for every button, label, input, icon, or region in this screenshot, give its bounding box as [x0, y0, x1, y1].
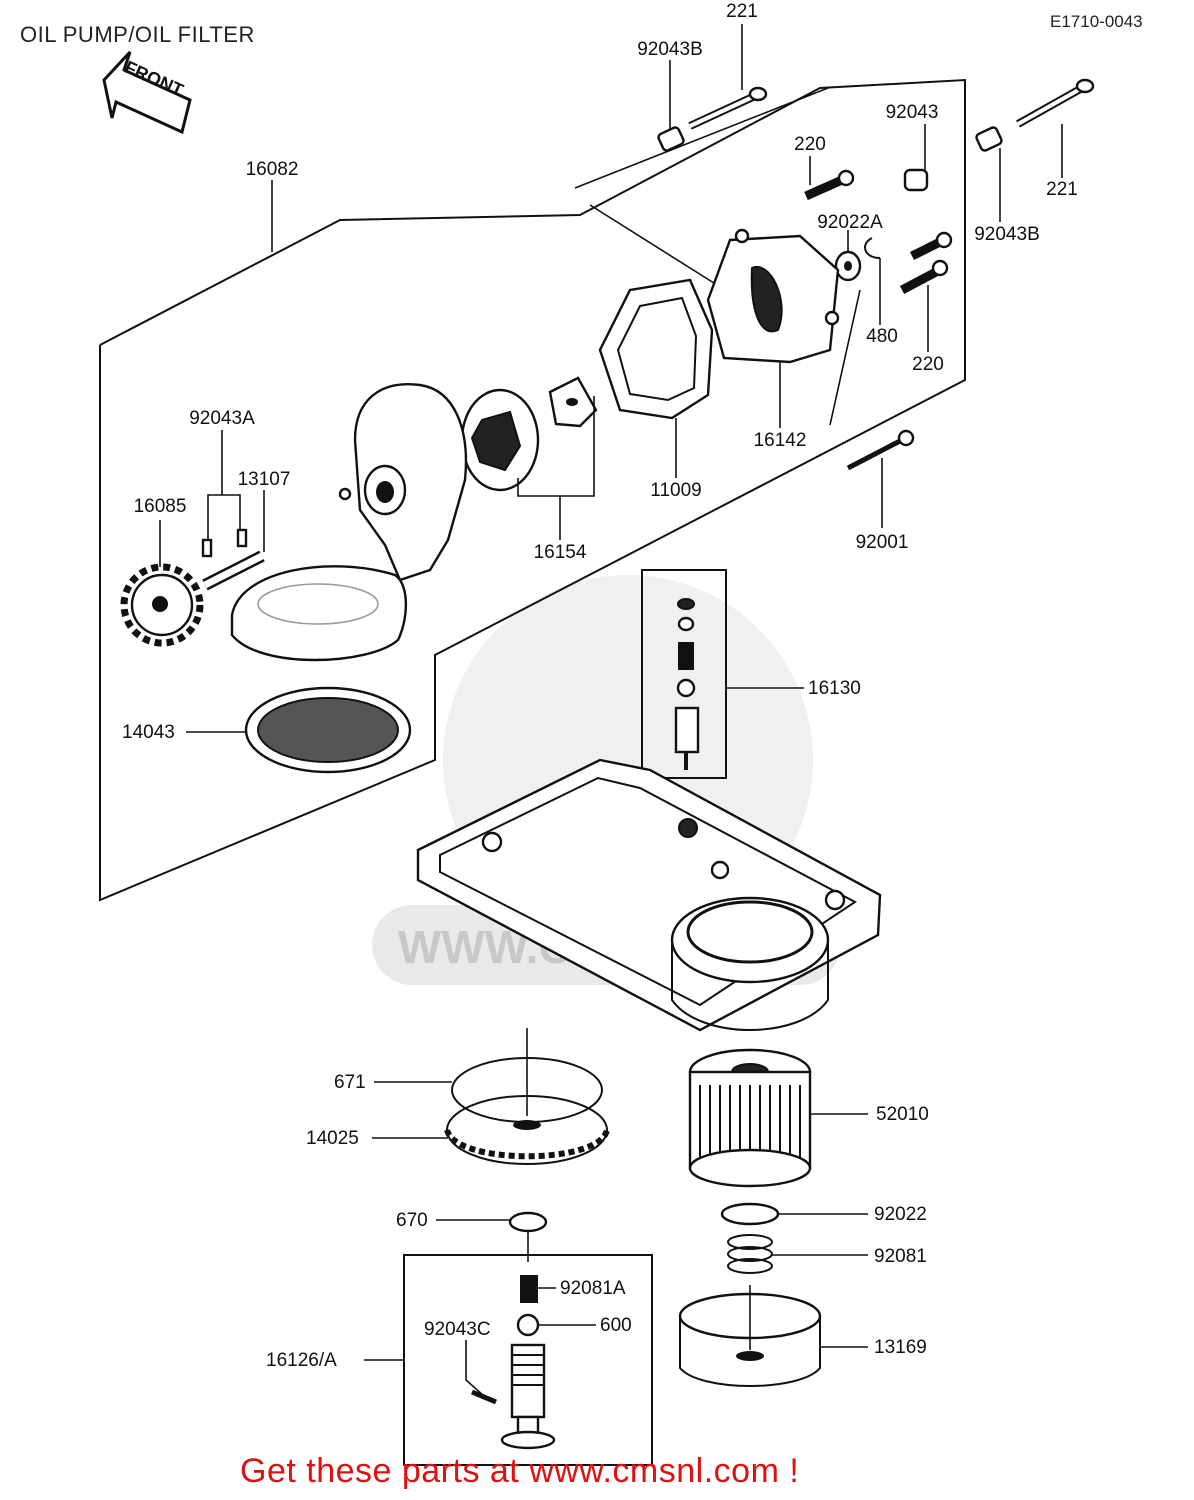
bolt-220-top: [804, 169, 855, 201]
bolt-92001: [846, 429, 915, 471]
bolt-221-left: [688, 86, 768, 130]
pin-right: [236, 528, 248, 548]
bolt-guide-line: [574, 87, 829, 189]
relief-valve-16130: [674, 598, 700, 770]
part-label: 14025: [306, 1128, 359, 1149]
promo-link[interactable]: Get these parts at www.cmsnl.com !: [240, 1452, 800, 1490]
spring-92081: [727, 1234, 773, 1274]
pin-92043c: [471, 1389, 497, 1405]
part-label: 92001: [856, 532, 909, 553]
diagram-title: OIL PUMP/OIL FILTER: [20, 22, 255, 47]
collar-92043b-right: [975, 126, 1003, 152]
part-label: 92043C: [424, 1319, 491, 1340]
part-label: 52010: [876, 1104, 929, 1125]
part-label: 221: [1046, 179, 1078, 200]
part-label: 221: [726, 1, 758, 22]
bolt-221-right: [1016, 78, 1095, 128]
screen-14043: [244, 686, 412, 774]
part-label: 16154: [534, 542, 587, 563]
sprocket-16085: [120, 563, 204, 647]
washer-92022: [720, 1202, 780, 1226]
washer-hole: [844, 261, 852, 271]
part-label: 16085: [134, 496, 187, 517]
part-label: 14043: [122, 722, 175, 743]
part-label: 92043B: [974, 224, 1040, 245]
cover-14025: [444, 1028, 610, 1165]
o-ring-670: [508, 1211, 548, 1233]
pump-cover-16142: [706, 228, 840, 364]
outer-rotor: [460, 388, 540, 492]
front-arrow-icon: FRONT: [102, 50, 192, 135]
part-label: 92043A: [189, 408, 255, 429]
part-label: 220: [912, 354, 944, 375]
part-label: 92081A: [560, 1278, 626, 1299]
part-label: 11009: [650, 480, 701, 501]
part-label: 92081: [874, 1246, 927, 1267]
shaft-fill: [203, 552, 264, 589]
pump-body: [338, 383, 468, 582]
part-label: 92043B: [637, 39, 703, 60]
bypass-valve-16126a: [500, 1275, 556, 1450]
part-label: 13169: [874, 1337, 927, 1358]
gasket-11009: [598, 278, 714, 420]
part-label: 92043: [886, 102, 939, 123]
part-label: 92022: [874, 1204, 927, 1225]
part-label: 480: [866, 326, 898, 347]
guide-line-2: [829, 289, 861, 426]
guide-line: [589, 204, 726, 291]
collar-92043: [903, 168, 929, 192]
circlip-480: [864, 237, 881, 259]
diagram-code: E1710-0043: [1050, 12, 1143, 31]
relief-valve-box: [641, 569, 727, 779]
part-label: 670: [396, 1210, 428, 1231]
part-label: 16126/A: [266, 1350, 337, 1371]
oil-pan: [416, 758, 882, 1032]
collar-92043b-left: [657, 126, 685, 152]
assembly-outline: [99, 78, 966, 902]
pin-left: [201, 538, 213, 558]
part-label: 600: [600, 1315, 632, 1336]
part-label: 220: [794, 134, 826, 155]
bolt-220-low: [899, 259, 949, 294]
leader-lines: [159, 24, 1063, 1397]
filter-52010: [688, 1048, 812, 1188]
inner-rotor: [548, 376, 598, 428]
part-label: 92022A: [817, 212, 883, 233]
part-label: 16130: [808, 678, 861, 699]
part-label: 13107: [238, 469, 291, 490]
bolt-220-mid: [909, 231, 953, 261]
filter-bowl-13169: [678, 1285, 822, 1387]
part-label: 16142: [754, 430, 807, 451]
strainer-housing: [230, 565, 408, 662]
part-label: 671: [334, 1072, 366, 1093]
part-label: 16082: [246, 159, 299, 180]
